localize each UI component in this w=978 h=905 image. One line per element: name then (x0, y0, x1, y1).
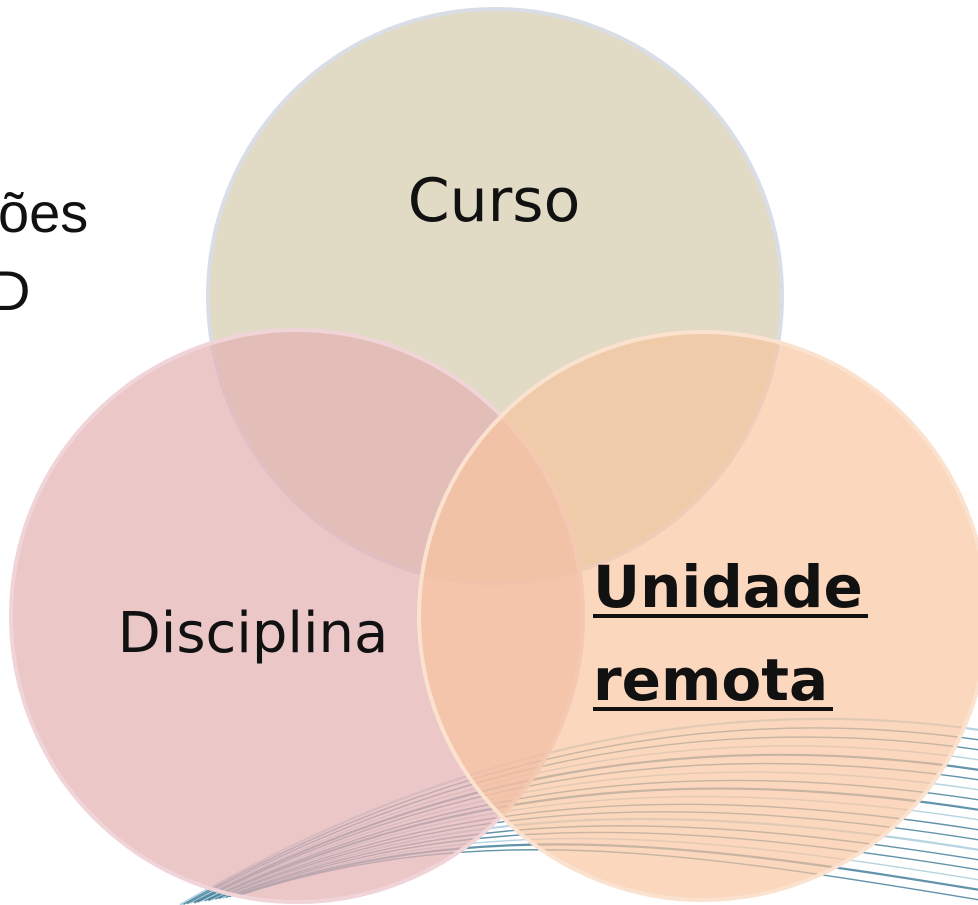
label-unidade: Unidade (593, 553, 863, 621)
label-curso: Curso (408, 166, 581, 236)
label-remota-underline (593, 707, 833, 711)
label-unidade-underline (593, 614, 868, 618)
label-remota: remota (593, 646, 828, 714)
partial-title-line-1: ões (0, 181, 88, 244)
partial-title-line-2: D (0, 259, 30, 322)
label-disciplina: Disciplina (118, 601, 389, 666)
